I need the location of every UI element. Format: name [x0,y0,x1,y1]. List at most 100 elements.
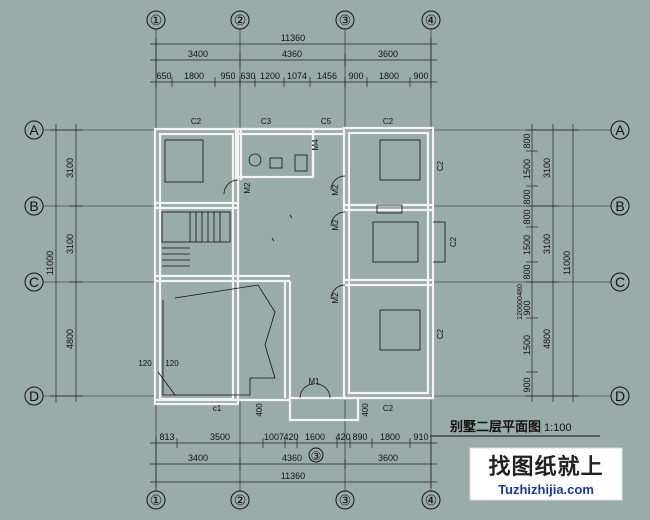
right-small-600: 600 [517,296,524,308]
grid-row-b-right: B [615,198,624,214]
right-detail-1500-c: 1500 [522,335,532,355]
interior-details [157,139,446,399]
bottom-detail-420-b: 420 [335,432,350,442]
grid-row-d-right: D [615,388,625,404]
grid-axis-right: A B C D [610,120,630,406]
logo-background [469,447,623,501]
bottom-dim-3600: 3600 [378,453,398,463]
grid-axis-bottom: ① ② ③ ④ [146,490,441,510]
grid-col-2-top: ② [234,12,247,28]
left-total-dimension: 11000 [45,251,55,275]
window-c2-right-2: C2 [449,236,458,247]
top-dim-3400: 3400 [188,49,208,59]
section-marker-3: ③ [311,449,322,463]
window-c2-top-right: C2 [383,117,394,126]
grid-row-b-left: B [29,198,38,214]
right-dim-3100-a: 3100 [542,158,552,178]
bottom-detail-813: 813 [159,432,174,442]
right-total-dimension: 11000 [562,251,572,275]
grid-col-1-bottom: ① [150,492,163,508]
mark-400-a: 400 [255,403,264,417]
top-detail-1800: 1800 [184,71,204,81]
top-detail-900-a: 900 [348,71,363,81]
top-detail-950: 950 [220,71,235,81]
door-m4: M4 [311,139,320,151]
top-detail-630: 630 [240,71,255,81]
top-detail-1074: 1074 [287,71,307,81]
top-detail-1800-b: 1800 [379,71,399,81]
top-dim-3600: 3600 [378,49,398,59]
bottom-detail-890: 890 [352,432,367,442]
window-c3: C3 [261,117,272,126]
left-dimensions [50,124,82,402]
door-m2-a: M2 [243,182,252,194]
bottom-detail-1007: 1007 [264,432,284,442]
grid-col-2-bottom: ② [234,492,247,508]
bottom-detail-3500: 3500 [210,432,230,442]
grid-col-4-top: ④ [425,12,438,28]
door-m2-b: M2 [331,184,340,196]
window-c2-bottom: C2 [383,404,394,413]
mark-120-a: 120 [138,359,152,368]
section-marker-circle [308,447,324,463]
right-dim-4800: 4800 [542,329,552,349]
bottom-dim-4360: 4360 [282,453,302,463]
top-total-dimension: 11360 [281,33,305,43]
site-logo[interactable]: 找图纸就上 Tuzhizhijia.com [469,447,623,501]
bottom-total-dimension: 11360 [281,471,305,481]
window-c1: c1 [213,404,222,413]
grid-axis-left: A B C D [24,120,44,406]
right-detail-1500-b: 1500 [522,235,532,255]
logo-url-text: Tuzhizhijia.com [498,482,594,497]
grid-row-a-right: A [615,122,625,138]
bottom-dimensions [150,437,437,488]
top-detail-900-b: 900 [413,71,428,81]
right-detail-900-a: 900 [522,300,532,315]
grid-col-3-bottom: ③ [339,492,352,508]
door-m1: M1 [308,377,320,386]
grid-row-c-right: C [615,274,625,290]
grid-row-c-left: C [29,274,39,290]
right-small-120: 120 [517,308,524,320]
top-dimensions [150,38,437,88]
grid-row-a-left: A [29,122,39,138]
top-detail-1200: 1200 [260,71,280,81]
left-dim-3100-b: 3100 [65,234,75,254]
right-small-480: 480 [517,284,524,296]
logo-chinese-text: 找图纸就上 [488,454,603,479]
drawing-scale: 1:100 [544,422,572,434]
right-detail-900-b: 900 [522,377,532,392]
bottom-detail-420-a: 420 [283,432,298,442]
right-dim-3100-b: 3100 [542,234,552,254]
right-detail-800-c: 800 [522,209,532,224]
grid-col-4-bottom: ④ [425,492,438,508]
mark-400-b: 400 [361,403,370,417]
window-c2-right-3: C2 [436,328,445,339]
right-dimensions [526,124,579,402]
right-detail-800-b: 800 [522,189,532,204]
right-detail-800-d: 800 [522,264,532,279]
grid-col-1-top: ① [150,12,163,28]
left-dim-4800: 4800 [65,329,75,349]
window-c2-right-1: C2 [436,160,445,171]
grid-col-3-top: ③ [339,12,352,28]
top-detail-650: 650 [156,71,171,81]
top-dim-4360: 4360 [282,49,302,59]
grid-row-d-left: D [29,388,39,404]
bottom-detail-910: 910 [413,432,428,442]
bottom-detail-1800: 1800 [380,432,400,442]
door-m2-c: M2 [331,219,340,231]
mark-120-b: 120 [165,359,179,368]
right-detail-800-a: 800 [522,133,532,148]
window-c2-top-left: C2 [191,117,202,126]
grid-axis-top: ① ② ③ ④ [146,10,441,30]
top-detail-1456: 1456 [317,71,337,81]
window-c5: C5 [321,117,332,126]
walls [153,126,435,422]
left-dim-3100-a: 3100 [65,158,75,178]
door-m2-d: M2 [331,292,340,304]
bottom-dim-3400: 3400 [188,453,208,463]
drawing-title-text: 别墅二层平面图 [449,419,541,434]
